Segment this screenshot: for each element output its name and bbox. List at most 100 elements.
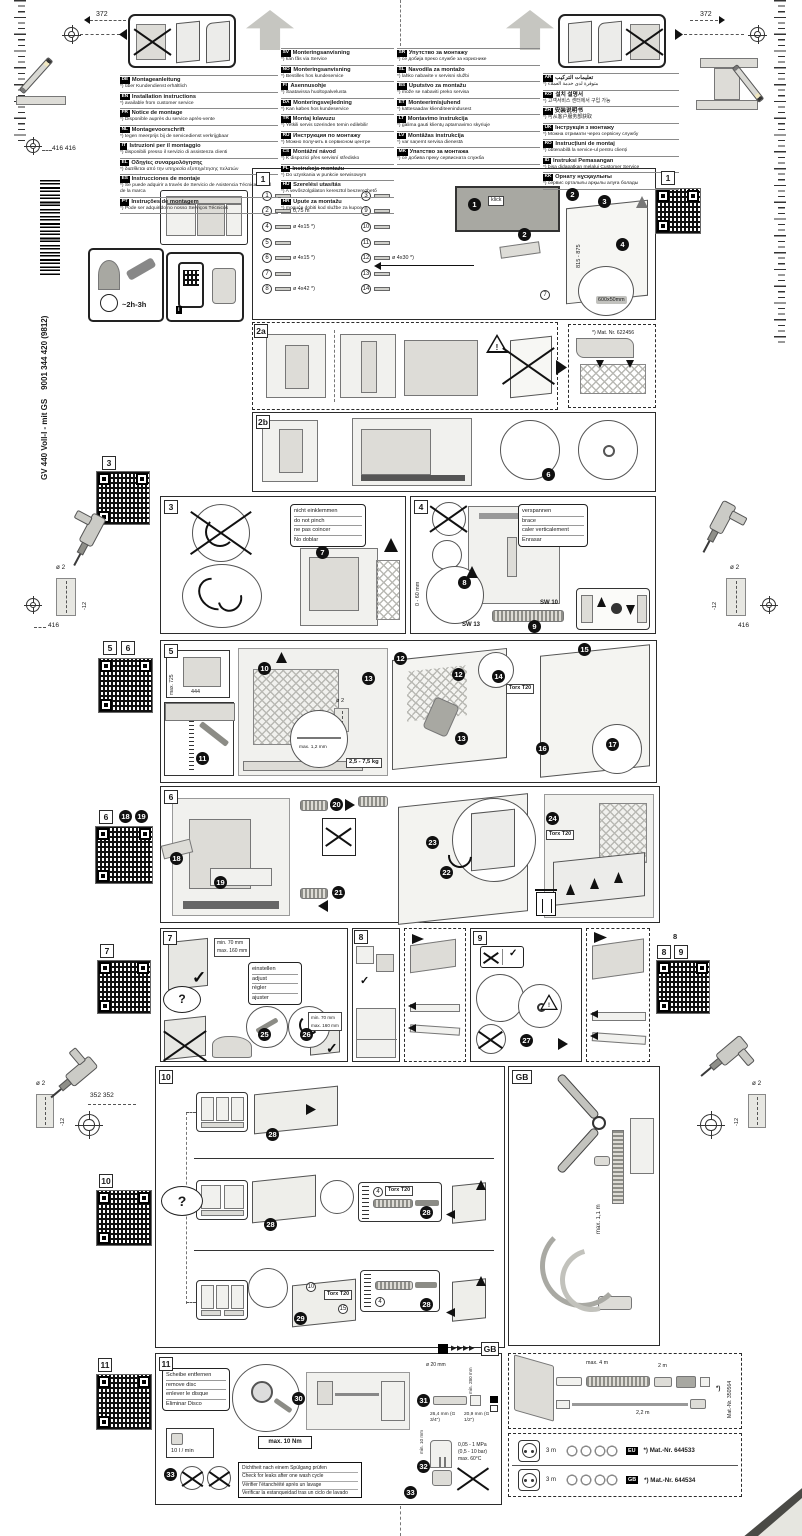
language-code-tag: mk <box>397 149 408 156</box>
min-10-label: min. 10 mm <box>419 1430 424 1454</box>
nail-check-box: ✓ <box>480 946 524 968</box>
parts-list-item: 8 ø 4x42 *) <box>262 282 353 298</box>
language-availability-note: *) Disponible auprès du service après-ve… <box>120 117 215 122</box>
qr-code-step10 <box>96 1190 152 1246</box>
drill-depth-right: -12 <box>734 1117 740 1126</box>
cube-glyph <box>356 946 374 964</box>
language-entry: sv Monteringsanvisning *) kan fås via Se… <box>281 48 394 65</box>
region-tag: GB <box>626 1476 639 1484</box>
dim-416-left: 416 <box>48 622 60 629</box>
pointer-arrows: ▶▶▶▶ <box>451 1345 475 1352</box>
part-number: 14 <box>361 284 371 295</box>
part-number: 1 <box>262 190 272 201</box>
language-title: Monteerimisjuhend <box>408 99 461 106</box>
step-label-5: 5 <box>164 644 178 658</box>
dishwasher-front-illustration <box>172 798 290 916</box>
hose-end-glyph <box>676 1376 696 1388</box>
parts-list-item: 13 <box>361 266 452 282</box>
language-entry: fr Notice de montage *) Disponible auprè… <box>120 108 278 125</box>
panel-corner-glyph <box>598 20 622 64</box>
part-glyph <box>373 224 390 229</box>
rear-foot-tool-glyph <box>492 610 564 622</box>
built-in-preview-image <box>160 190 248 245</box>
badge-26: 26 <box>300 1028 313 1041</box>
drill-depth-left: -12 <box>60 1117 66 1126</box>
gap-detail-circle: max. 1,2 mm <box>290 710 348 768</box>
badge-25: 25 <box>258 1028 271 1041</box>
language-availability-note: *) Saatavissa huoltopalvelusta <box>281 90 347 95</box>
registration-crosshair <box>24 137 42 155</box>
arrow-left-icon <box>318 900 328 912</box>
language-title: تعليمات التركيب <box>555 75 594 81</box>
language-code-tag: sv <box>281 50 291 57</box>
fold-mark-top <box>400 0 401 46</box>
language-availability-note: *) bisa didapatkan melalui Customer Serv… <box>543 164 640 170</box>
language-availability-note: *) K dispozici přes servisní středisko <box>281 156 360 161</box>
torx-label: Torx T20 <box>324 1290 353 1300</box>
registration-crosshair <box>748 25 767 44</box>
language-code-tag: hu <box>281 182 292 189</box>
dim-444: 444 <box>191 689 200 695</box>
badge-23: 23 <box>426 836 439 849</box>
badge-4: 4 <box>616 238 629 251</box>
qr-step-label-8: 8 <box>657 945 671 959</box>
range-label: min. 70 mm max. 160 mm <box>214 938 251 957</box>
door-weight-label: 2,5 - 7,5 kg <box>346 758 382 768</box>
thread-12-label: 20,9 mm (G 1/2") <box>464 1412 490 1423</box>
niche-illustration <box>266 334 326 398</box>
part-ref-10: 10 <box>306 1282 316 1292</box>
part7-pointer-line <box>378 265 474 267</box>
language-availability-note: *) galima gauti klientų aptarnavimo skyr… <box>397 123 490 128</box>
language-title: Montagevoorschrift <box>131 126 185 133</box>
range-min: min. 70 mm <box>217 940 244 946</box>
arrow-left-icon <box>119 29 127 40</box>
arrow-right-icon <box>558 1038 568 1050</box>
arrow-up-icon <box>566 884 575 895</box>
language-entry: de Montageanleitung *) über Kundendienst… <box>120 75 278 92</box>
marker-square <box>438 1344 448 1354</box>
qr-code-step6 <box>95 826 153 884</box>
part-number: 3 <box>361 190 371 201</box>
badge-33: 33 <box>164 1468 177 1481</box>
part-ref-4: 4 <box>373 1187 383 1197</box>
language-availability-note: *) kan fås via Service <box>281 57 327 62</box>
arrow-left-icon <box>374 262 381 270</box>
torx-label: Torx T20 <box>506 684 535 694</box>
note-line: adjust <box>252 975 298 985</box>
flow-rate-label: 10 l / min <box>171 1448 194 1454</box>
plinth-corner-illustration <box>446 1276 490 1326</box>
cabinet-sketch-left <box>16 96 66 105</box>
dia-20-label: ø 20 mm <box>426 1362 446 1368</box>
part-glyph <box>373 271 390 276</box>
language-entry: bs Uputstvo za montažu *) može se nabavi… <box>397 81 540 98</box>
accessory-mat-number: *) Mat. Nr. 622456 <box>592 330 635 336</box>
min-280-label: min. 280 mm <box>468 1367 473 1394</box>
cable-icon <box>562 1472 621 1488</box>
row-divider <box>194 1158 494 1159</box>
note-line: Check for leaks after one wash cycle <box>242 1473 358 1482</box>
part-spec: ø 4x15 *) <box>293 223 315 230</box>
drill-diameter-left: ø 2 <box>36 1080 46 1087</box>
part-number: 11 <box>361 237 371 248</box>
part-number: 8 <box>262 284 272 295</box>
clip-detail-circle <box>248 1268 288 1308</box>
language-code-tag: uk <box>543 124 554 132</box>
depth-gauge-inset: 4 <box>360 1270 440 1312</box>
sw13-label: SW 13 <box>462 622 481 628</box>
language-title: Szerelési utasítás <box>293 182 341 188</box>
branch-line <box>186 1302 196 1303</box>
language-title: Instrucciones de montaje <box>131 176 201 182</box>
qr-step-label-1: 1 <box>661 171 675 185</box>
hose-end-glyph <box>433 1396 467 1405</box>
step-label-10: 10 <box>159 1070 173 1084</box>
note-line: verspannen <box>522 507 584 517</box>
language-title: Instrukcja montażu <box>292 165 345 172</box>
kitchen-front-variant-3 <box>196 1280 248 1320</box>
part-glyph <box>373 240 390 245</box>
language-code-tag: sr <box>397 50 407 57</box>
cube-glyph <box>376 954 394 972</box>
badge-20: 20 <box>330 798 343 811</box>
crossed-out-icon <box>188 500 254 566</box>
hinge-strip-glyph <box>300 800 328 811</box>
